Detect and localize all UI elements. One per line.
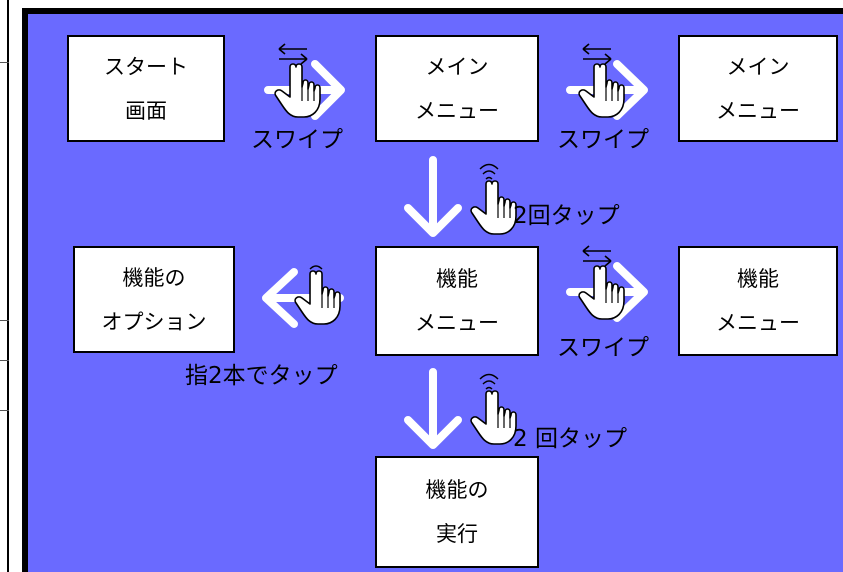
edge-tick	[0, 62, 9, 63]
box-label: メイン	[425, 54, 489, 79]
function-menu-box: 機能 メニュー	[375, 246, 539, 356]
box-label: スタート	[104, 54, 188, 79]
swipe-gesture-icon	[578, 245, 625, 320]
box-label: メニュー	[415, 311, 499, 335]
main-menu-next-box: メイン メニュー	[678, 35, 838, 142]
box-label: メニュー	[716, 98, 800, 123]
box-label: 画面	[125, 98, 167, 123]
box-label: 実行	[436, 522, 478, 546]
start-screen-box: スタート 画面	[67, 35, 225, 142]
two-finger-tap-label: 指2本でタップ	[185, 363, 338, 389]
function-execute-box: 機能の 実行	[375, 456, 539, 568]
arrow-down-icon	[404, 156, 462, 237]
main-menu-box: メイン メニュー	[375, 35, 539, 142]
double-tap-gesture-icon	[470, 163, 517, 235]
box-label: オプション	[101, 309, 207, 334]
function-menu-next-box: 機能 メニュー	[678, 246, 838, 356]
double-tap-label: 2回タップ	[513, 203, 620, 229]
double-tap-label: 2 回タップ	[513, 426, 627, 452]
edge-tick	[0, 360, 9, 361]
swipe-gesture-icon	[274, 43, 321, 118]
double-tap-gesture-icon	[470, 373, 517, 445]
arrow-down-icon	[404, 368, 462, 449]
box-label: メイン	[726, 54, 790, 79]
swipe-gesture-icon	[578, 43, 625, 118]
box-label: メニュー	[415, 98, 499, 123]
swipe-label: スワイプ	[557, 335, 649, 361]
function-options-box: 機能の オプション	[73, 246, 235, 353]
edge-tick	[0, 410, 9, 411]
swipe-label: スワイプ	[557, 127, 649, 153]
two-finger-tap-icon	[294, 265, 341, 325]
edge-tick	[0, 320, 9, 321]
left-edge-border	[0, 0, 9, 572]
box-label: メニュー	[716, 311, 800, 335]
box-label: 機能の	[122, 265, 186, 290]
box-label: 機能	[737, 267, 779, 291]
box-label: 機能の	[425, 478, 489, 502]
box-label: 機能	[436, 267, 478, 291]
swipe-label: スワイプ	[251, 127, 343, 153]
